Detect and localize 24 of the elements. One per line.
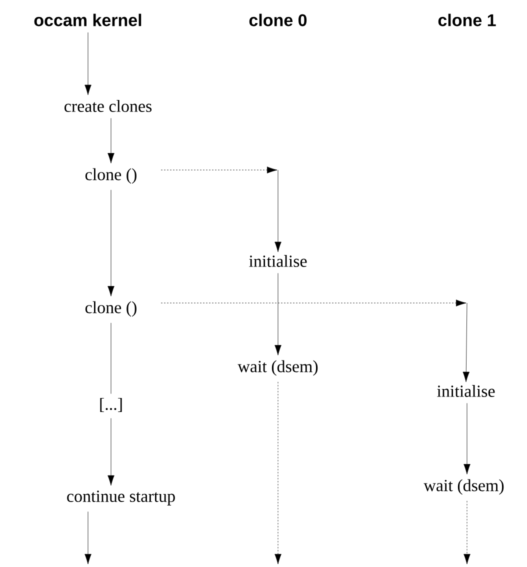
step-text: wait (dsem): [238, 360, 318, 376]
step-text: initialise: [437, 385, 495, 397]
arrow: [108, 190, 114, 296]
column-heading: clone 1: [438, 14, 496, 26]
arrow: [464, 500, 470, 564]
arrow: [84, 511, 92, 564]
step-text: [...]: [100, 398, 122, 412]
column-heading: occam kernel: [34, 14, 142, 26]
arrow: [160, 300, 470, 382]
arrow: [108, 418, 114, 486]
arrow: [464, 402, 470, 474]
arrow: [84, 32, 92, 96]
step-text: wait (dsem): [424, 479, 504, 495]
arrow: [274, 272, 282, 356]
step-text: clone (): [85, 301, 136, 317]
step-text: continue startup: [67, 490, 175, 506]
arrow: [274, 382, 282, 564]
step-text: initialise: [249, 255, 307, 267]
step-text: clone (): [85, 168, 136, 184]
connector-line: [110, 322, 112, 394]
step-text: create clones: [64, 100, 152, 112]
arrow: [108, 118, 114, 164]
column-heading: clone 0: [249, 14, 307, 26]
arrow: [160, 166, 282, 252]
